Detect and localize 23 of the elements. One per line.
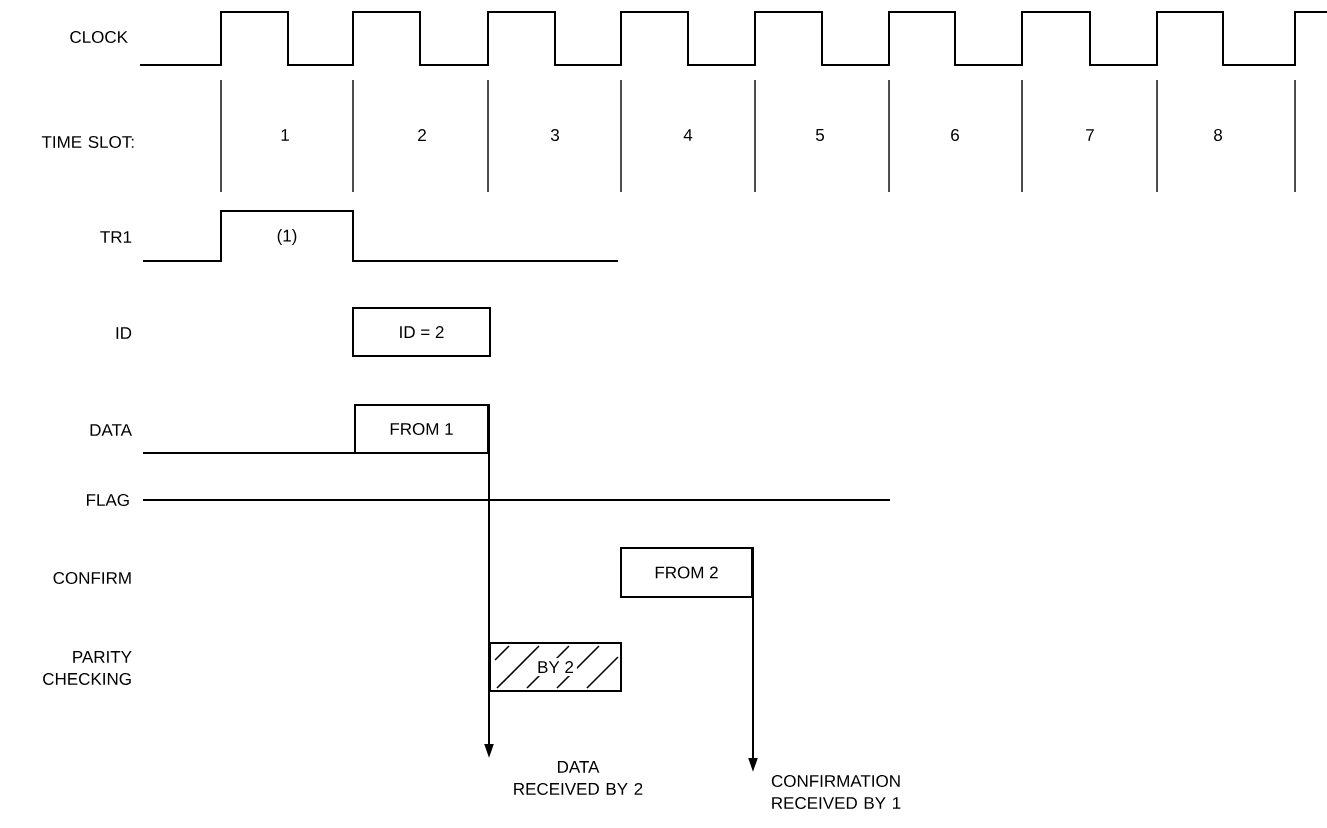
slot-number: 8 [1214, 129, 1222, 142]
signal-name: ID [116, 327, 132, 339]
signal-name: DATA [90, 424, 132, 436]
event-caption: CONFIRMATION RECEIVED BY 1 [771, 775, 901, 810]
signal-name: CLOCK [70, 31, 128, 44]
event-caption: DATA RECEIVED BY 2 [514, 761, 643, 795]
signal-name: CONFIRM [53, 572, 131, 585]
slot-number: 2 [418, 129, 426, 141]
signal-pulse-box: FROM 1 [354, 404, 489, 454]
slot-number: 3 [550, 129, 559, 142]
slot-number: 1 [281, 129, 289, 141]
signal-pulse-box: ID = 2 [352, 307, 491, 357]
pulse-label: (1) [277, 229, 297, 245]
slot-number: 4 [683, 129, 693, 141]
hatched-box: BY 2 [489, 642, 622, 692]
signal-name: TR1 [100, 231, 132, 243]
signal-name: TIME SLOT: [41, 136, 134, 149]
signal-name: FLAG [87, 494, 129, 507]
slot-number: 6 [951, 129, 959, 142]
slot-number: 7 [1086, 129, 1094, 141]
slot-number: 5 [815, 129, 824, 141]
signal-pulse-box: FROM 2 [620, 547, 753, 598]
signal-name: PARITY CHECKING [43, 651, 132, 685]
